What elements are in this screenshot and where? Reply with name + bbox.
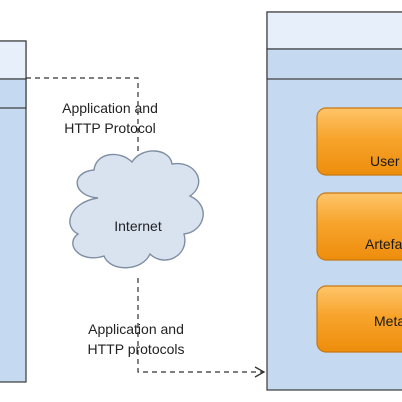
component-box-user [316,107,402,176]
client-container [0,40,27,383]
component-label-artefact: Artefa [365,236,402,252]
server-container-header [266,11,402,50]
client-container-subheader [0,78,27,109]
internet-label: Internet [114,218,162,234]
component-label-user: User [370,153,400,169]
edge-label-bottom: Application and HTTP protocols [74,319,198,359]
edge-label-top-line-2: HTTP Protocol [64,120,156,136]
edge-label-bottom-line-2: HTTP protocols [87,341,185,357]
edge-label-top: Application and HTTP Protocol [48,98,172,138]
component-box-meta [316,285,402,353]
server-container-subheader [266,48,402,80]
edge-label-bottom-line-1: Application and [88,321,184,337]
connector-internet-to-server [137,278,266,378]
internet-cloud [69,150,204,269]
edge-label-top-line-1: Application and [62,100,158,116]
component-box-artefact [316,192,402,261]
connector-client-to-internet [26,77,144,172]
client-container-header [0,40,27,80]
component-label-meta: Meta [374,313,402,329]
